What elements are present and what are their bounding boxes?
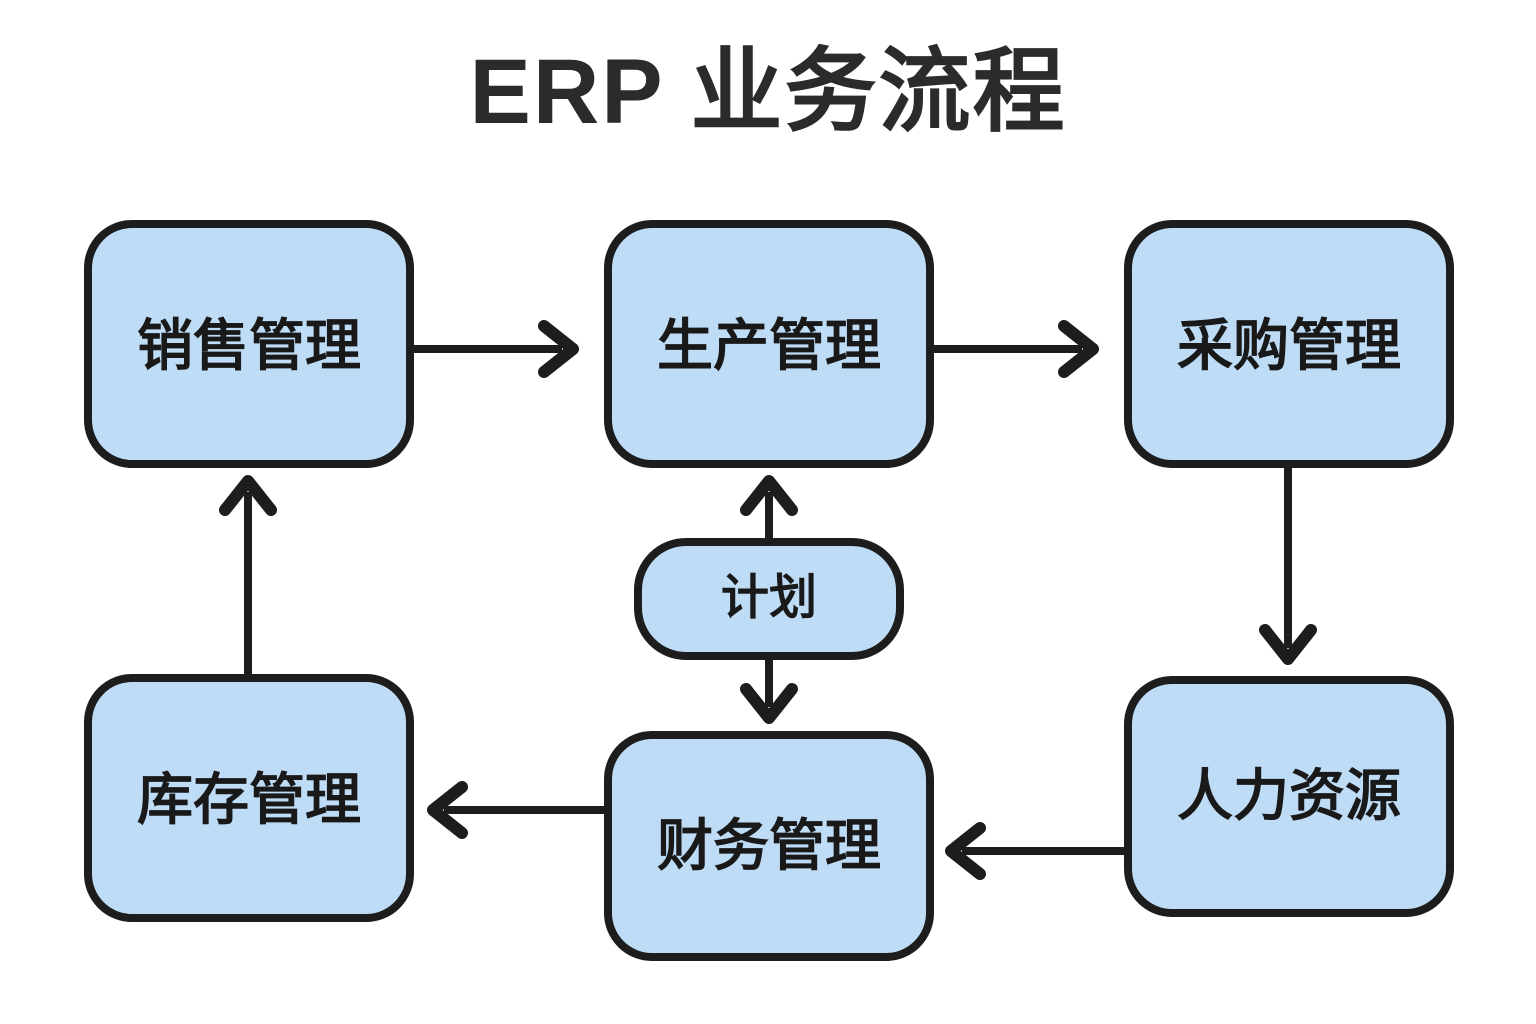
node-production-shape[interactable] bbox=[604, 220, 934, 468]
node-hr[interactable]: 人力资源 bbox=[1124, 676, 1454, 917]
node-purchase-shape[interactable] bbox=[1124, 220, 1454, 468]
node-sales-shape[interactable] bbox=[84, 220, 414, 468]
node-plan-label: 计划 bbox=[721, 572, 817, 625]
node-finance[interactable]: 财务管理 bbox=[604, 731, 934, 961]
page-title: ERP 业务流程 bbox=[469, 41, 1067, 143]
node-finance-shape[interactable] bbox=[604, 731, 934, 961]
node-inventory-label: 库存管理 bbox=[137, 768, 361, 831]
edge-purchase-to-hr bbox=[1259, 463, 1317, 665]
edge-finance-to-inventory bbox=[427, 781, 607, 839]
node-hr-shape[interactable] bbox=[1124, 676, 1454, 917]
edge-plan-to-finance bbox=[740, 655, 798, 724]
edge-plan-to-production bbox=[740, 475, 798, 541]
node-purchase-label: 采购管理 bbox=[1177, 314, 1401, 377]
node-production[interactable]: 生产管理 bbox=[604, 220, 934, 468]
node-sales-label: 销售管理 bbox=[137, 314, 361, 377]
node-purchase[interactable]: 采购管理 bbox=[1124, 220, 1454, 468]
node-sales[interactable]: 销售管理 bbox=[84, 220, 414, 468]
edge-sales-to-production bbox=[410, 320, 579, 378]
node-inventory-shape[interactable] bbox=[84, 674, 414, 922]
edge-hr-to-finance bbox=[945, 822, 1133, 880]
node-hr-label: 人力资源 bbox=[1177, 764, 1401, 827]
node-plan[interactable]: 计划 bbox=[634, 538, 904, 660]
node-inventory[interactable]: 库存管理 bbox=[84, 674, 414, 922]
edge-inventory-to-sales bbox=[219, 475, 277, 678]
node-finance-label: 财务管理 bbox=[657, 814, 881, 877]
node-production-label: 生产管理 bbox=[657, 314, 881, 377]
edge-production-to-purchase bbox=[930, 320, 1099, 378]
node-plan-shape[interactable] bbox=[634, 538, 904, 660]
